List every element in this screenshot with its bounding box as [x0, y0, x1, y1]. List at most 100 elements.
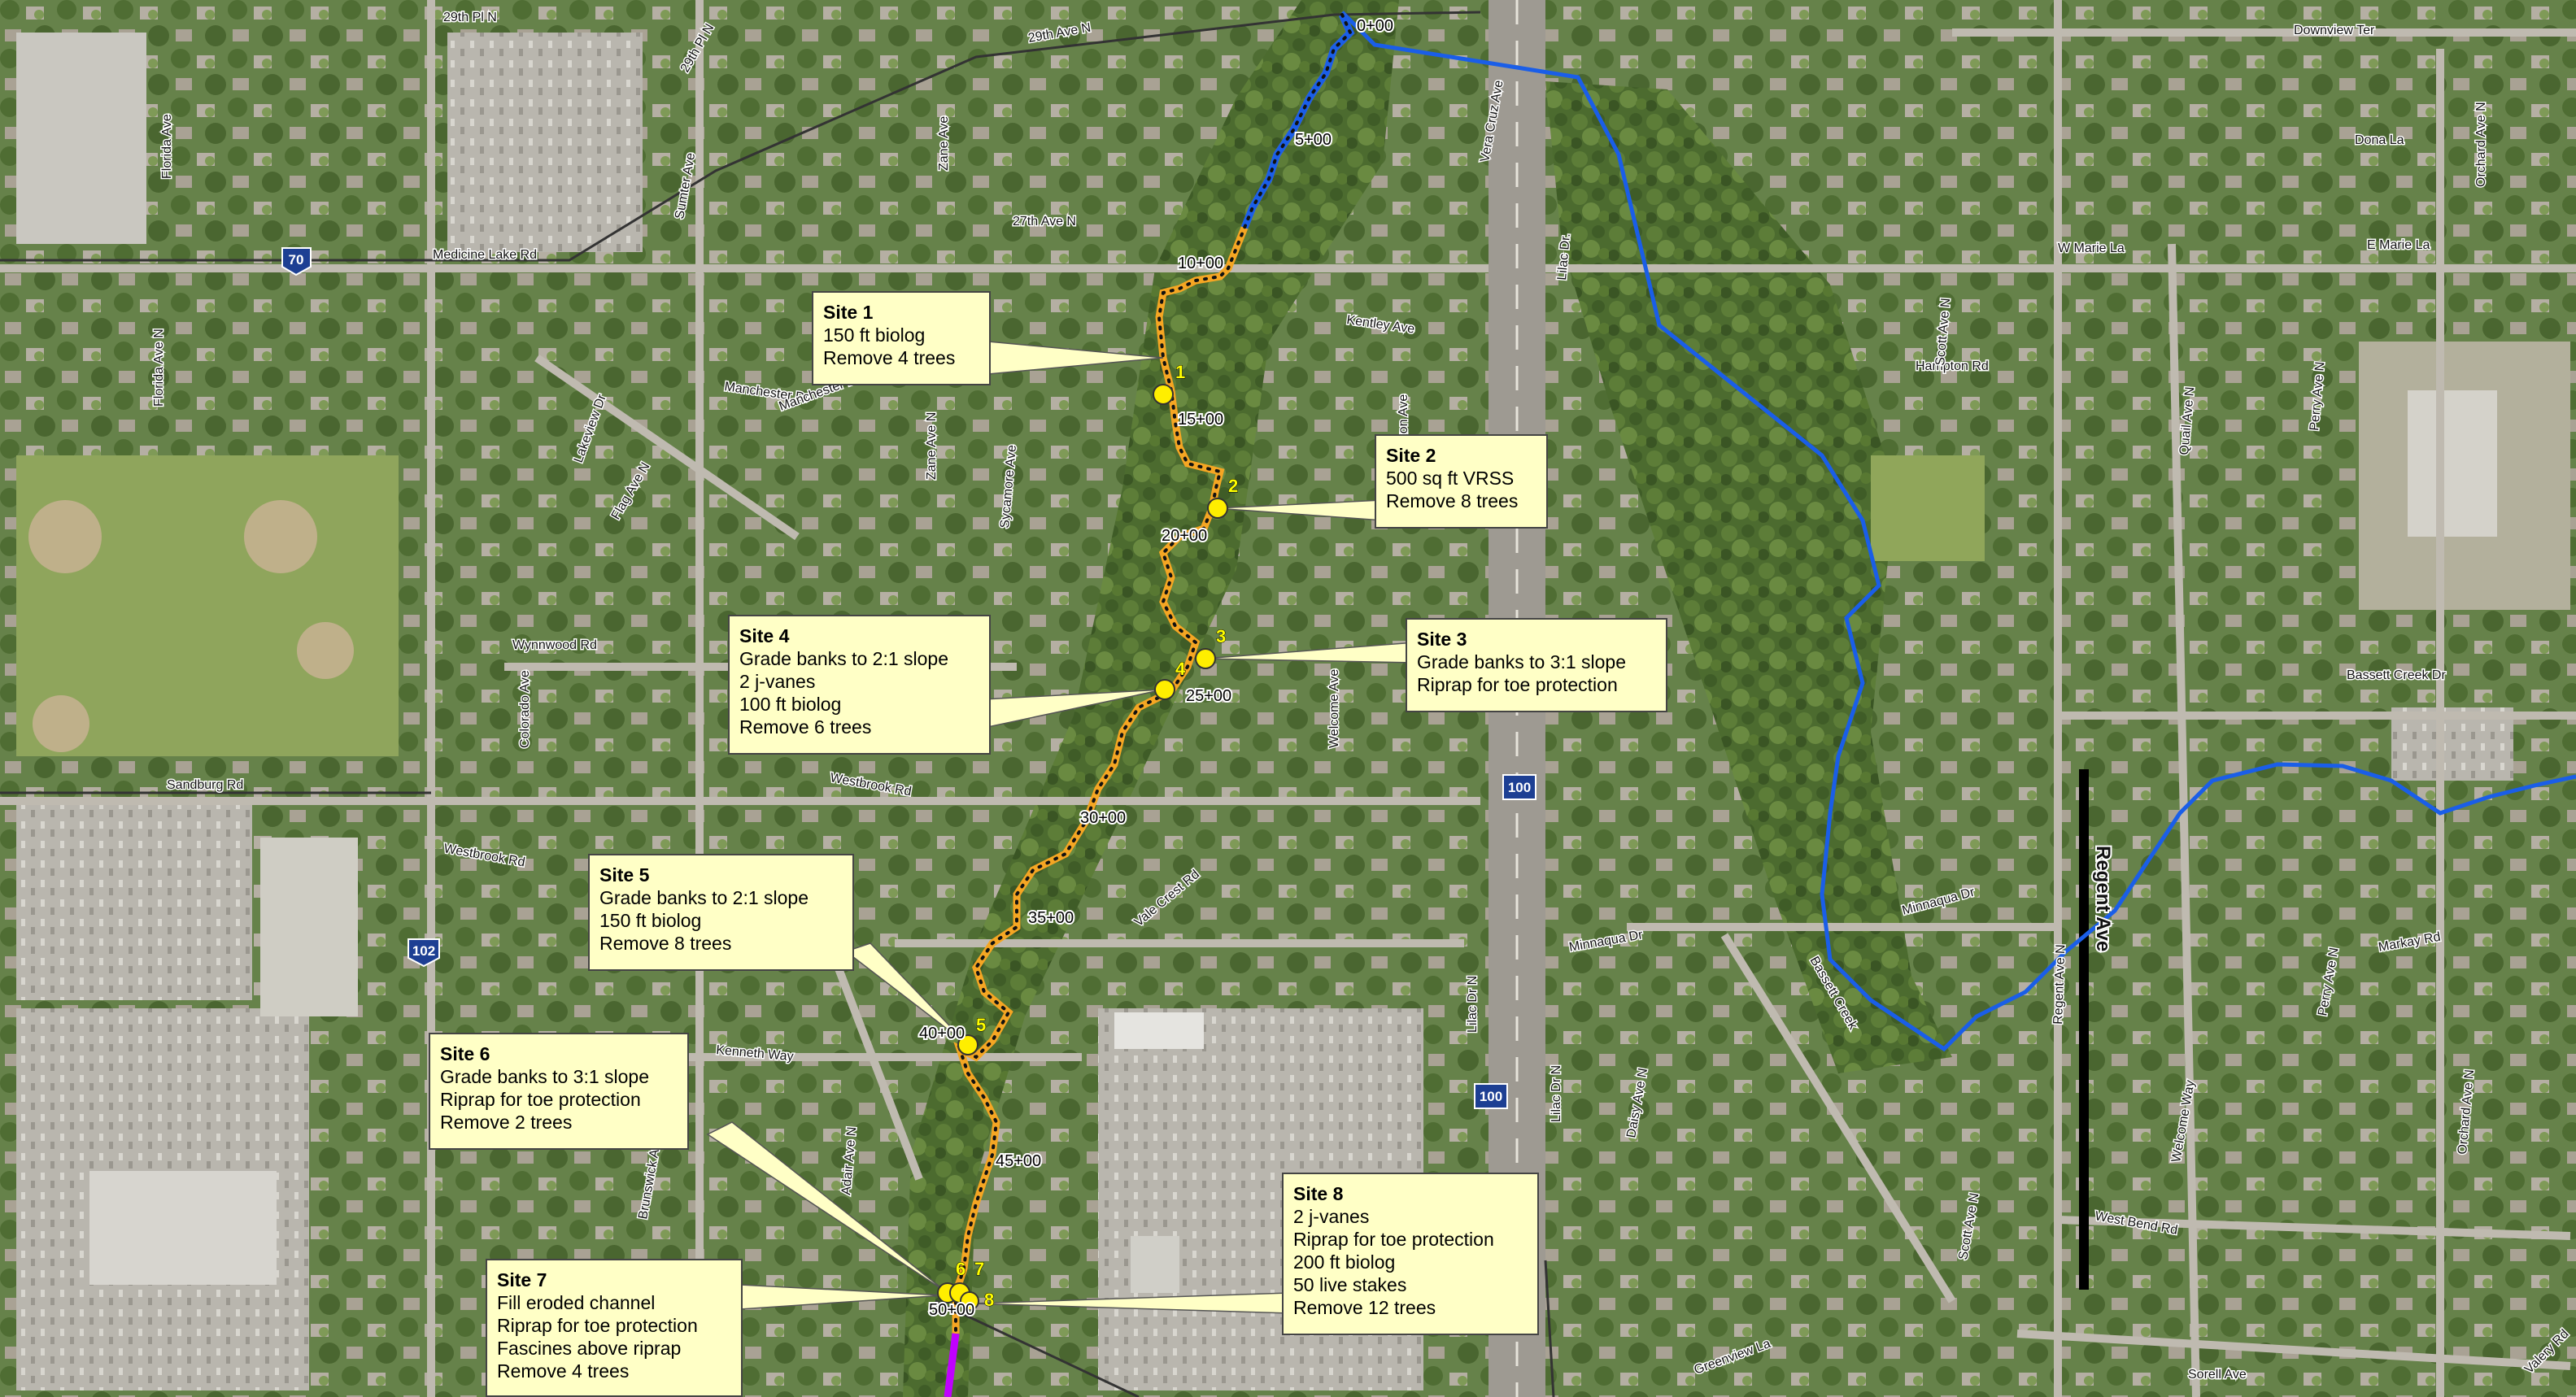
stationing-dots — [954, 13, 1353, 1335]
callout-line: Grade banks to 2:1 slope — [599, 887, 809, 908]
site-number-5: 5 — [976, 1015, 986, 1035]
station-label: 40+00 — [919, 1025, 965, 1042]
callout-line: Remove 4 trees — [823, 347, 956, 368]
road-label: Lilac Dr N — [1550, 1065, 1563, 1122]
ballfield — [297, 622, 354, 679]
svg-text:100: 100 — [1480, 1089, 1502, 1104]
station-label: 35+00 — [1028, 909, 1074, 927]
callout-line: Remove 2 trees — [440, 1112, 573, 1133]
callout-title: Site 8 — [1293, 1183, 1344, 1204]
callout-site-2[interactable]: Site 2 500 sq ft VRSS Remove 8 trees — [1375, 434, 1548, 529]
callout-title: Site 3 — [1417, 629, 1467, 650]
station-label: 10+00 — [1178, 255, 1223, 272]
callout-line: Fascines above riprap — [497, 1338, 682, 1359]
station-labels: 0+00 5+00 10+00 15+00 20+00 25+00 30+00 … — [918, 15, 1395, 1321]
site-marker-5[interactable] — [957, 1034, 979, 1055]
building-roof — [1114, 1012, 1204, 1049]
callout-line: 100 ft biolog — [739, 694, 842, 715]
road-label: W Marie La — [2058, 242, 2125, 255]
station-label: 5+00 — [1295, 131, 1332, 149]
road-label: Sandburg Rd — [167, 778, 243, 792]
callout-line: Fill eroded channel — [497, 1292, 656, 1313]
callout-line: Remove 12 trees — [1293, 1297, 1436, 1318]
site-marker-3[interactable] — [1195, 648, 1216, 669]
road-label: Florida Ave — [160, 114, 174, 179]
shield-100: 100 — [1474, 1083, 1508, 1109]
callout-line: Remove 8 trees — [1386, 490, 1519, 511]
callout-site-3[interactable]: Site 3 Grade banks to 3:1 slope Riprap f… — [1406, 618, 1667, 712]
road-label: Downview Ter — [2294, 24, 2375, 37]
station-label: 25+00 — [1186, 687, 1231, 705]
callout-title: Site 1 — [823, 302, 874, 323]
bassett-creek-line — [1340, 11, 2576, 1052]
station-label: 30+00 — [1080, 809, 1126, 827]
road-label: Colorado Ave — [518, 670, 532, 748]
callout-site-7[interactable]: Site 7 Fill eroded channel Riprap for to… — [486, 1259, 743, 1397]
site-marker-1[interactable] — [1153, 384, 1174, 405]
callout-line: Remove 6 trees — [739, 716, 872, 738]
callout-line: Remove 8 trees — [599, 933, 732, 954]
road-label: Florida Ave N — [152, 329, 166, 407]
callout-line: 500 sq ft VRSS — [1386, 468, 1515, 489]
parking-lot — [16, 805, 252, 1000]
callout-line: Riprap for toe protection — [440, 1089, 641, 1110]
callout-line: 50 live stakes — [1293, 1274, 1407, 1295]
regent-ave-bar — [2079, 769, 2089, 1290]
medicine-lake-rd-line — [0, 11, 1481, 262]
site-marker-dots — [937, 384, 1228, 1311]
svg-text:70: 70 — [289, 252, 304, 268]
road-label: E Marie La — [2367, 238, 2430, 252]
regent-ave-label: Regent Ave — [2092, 846, 2114, 951]
road-label: 29th Pl N — [443, 11, 497, 24]
callout-title: Site 5 — [599, 864, 650, 886]
site-marker-4[interactable] — [1154, 679, 1175, 700]
building-roof — [1131, 1236, 1179, 1293]
callout-site-1[interactable]: Site 1 150 ft biolog Remove 4 trees — [812, 291, 991, 385]
callout-title: Site 4 — [739, 625, 790, 646]
site-number-1: 1 — [1175, 362, 1185, 382]
building-roof — [89, 1171, 277, 1285]
svg-text:100: 100 — [1508, 780, 1531, 795]
callout-line: Riprap for toe protection — [497, 1315, 698, 1336]
building-roof — [260, 838, 358, 1016]
callout-site-4[interactable]: Site 4 Grade banks to 2:1 slope 2 j-vane… — [728, 615, 991, 755]
callout-leaders — [706, 341, 1416, 1314]
ballfield — [28, 500, 102, 573]
road-label: Wynnwood Rd — [512, 638, 597, 652]
callout-line: Grade banks to 2:1 slope — [739, 648, 948, 669]
apartment-lot — [447, 33, 643, 252]
site-marker-8[interactable] — [960, 1291, 979, 1311]
callout-site-6[interactable]: Site 6 Grade banks to 3:1 slope Riprap f… — [429, 1033, 689, 1150]
site-number-8: 8 — [984, 1290, 994, 1310]
site-marker-2[interactable] — [1207, 498, 1228, 519]
callout-line: Grade banks to 3:1 slope — [1417, 651, 1626, 672]
site-number-7: 7 — [974, 1259, 984, 1279]
callout-line: Riprap for toe protection — [1417, 674, 1618, 695]
callout-line: 2 j-vanes — [739, 671, 816, 692]
shield-70: 70 — [281, 247, 312, 276]
road-label: Orchard Ave N — [2474, 102, 2488, 187]
svg-text:102: 102 — [412, 943, 435, 959]
building-roof — [16, 33, 146, 244]
road-label: Sorell Ave — [2188, 1368, 2247, 1382]
callout-site-8[interactable]: Site 8 2 j-vanes Riprap for toe protecti… — [1282, 1173, 1539, 1335]
station-label: 50+00 — [929, 1301, 974, 1319]
callout-line: Riprap for toe protection — [1293, 1229, 1494, 1250]
callout-site-5[interactable]: Site 5 Grade banks to 2:1 slope 150 ft b… — [588, 854, 854, 971]
road-label: 27th Ave N — [1013, 215, 1076, 228]
callout-line: 150 ft biolog — [823, 324, 926, 346]
callout-line: Remove 4 trees — [497, 1360, 630, 1382]
ballfield — [33, 695, 89, 752]
station-label: 0+00 — [1357, 17, 1393, 35]
callout-line: 150 ft biolog — [599, 910, 702, 931]
station-label: 45+00 — [996, 1152, 1041, 1170]
site-number-4: 4 — [1175, 659, 1186, 679]
road-label: Dona La — [2355, 133, 2404, 147]
station-label: 15+00 — [1178, 411, 1223, 429]
callout-title: Site 6 — [440, 1043, 490, 1064]
callout-line: 2 j-vanes — [1293, 1206, 1370, 1227]
callout-title: Site 2 — [1386, 445, 1436, 466]
